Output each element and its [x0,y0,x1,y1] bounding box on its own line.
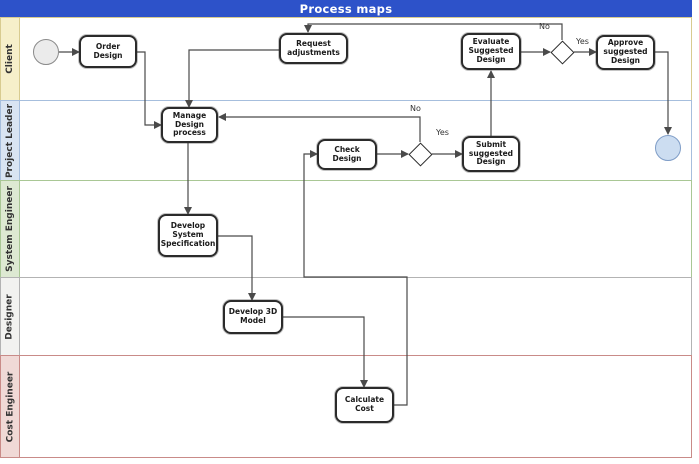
edge-develop-system-specification-to-develop-3d-model [218,235,256,301]
label-no-check-gateway: No [410,104,421,113]
edge-develop-3d-model-to-calculate-cost [283,316,368,388]
task-check-design: Check Design [317,139,377,170]
lane-client-strip: Client [1,18,20,100]
edge-gateway-no-to-request-adjustments [304,23,563,40]
task-approve-suggested-design: Approve suggested Design [596,35,655,70]
edge-approve-suggested-design-to-end [655,51,672,135]
label-yes-approve-gateway: Yes [576,37,589,46]
lane-cost-engineer-strip: Cost Engineer [1,356,20,457]
task-develop-3d-model: Develop 3D Model [223,300,283,334]
edge-order-design-to-manage-design-process [137,51,162,129]
task-evaluate-suggested-design: Evaluate Suggested Design [461,33,521,70]
task-develop-system-specification: Develop System Specification [158,214,218,257]
edge-request-adjustments-to-manage-design-process [185,49,279,108]
diagram-title: Process maps [299,1,393,16]
lane-project-leader-strip: Project Leader [1,101,20,180]
start-event [33,39,59,65]
task-calculate-cost: Calculate Cost [335,387,394,423]
lane-system-engineer-strip: System Engineer [1,181,20,277]
edge-calculate-cost-to-check-design [303,150,408,406]
end-event [655,135,681,161]
task-manage-design-process: Manage Design process [161,107,218,143]
task-request-adjustments: Request adjustments [279,33,348,64]
edge-gateway-no-to-manage-design-process [218,113,421,142]
label-yes-check-gateway: Yes [436,128,449,137]
diagram-title-bar: Process maps [0,0,692,17]
lane-designer-strip: Designer [1,278,20,355]
task-submit-suggested-design: Submit suggested Design [462,136,520,172]
task-order-design: Order Design [79,35,137,68]
label-no-approve-gateway: No [539,22,550,31]
